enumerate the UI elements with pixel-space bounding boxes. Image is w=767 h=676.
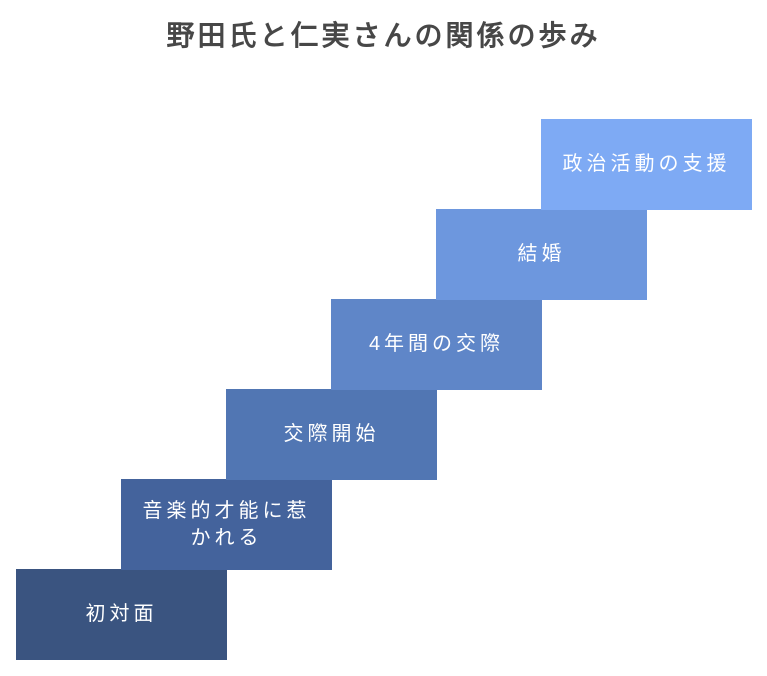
diagram-title: 野田氏と仁実さんの関係の歩み [166, 20, 601, 51]
step-label: 初対面 [85, 603, 158, 625]
step-block-3: 交際開始 [226, 389, 437, 480]
step-block-2: 音楽的才能に惹かれる [121, 479, 332, 570]
step-block-4: 4年間の交際 [331, 299, 542, 390]
step-block-1: 初対面 [16, 569, 227, 660]
step-label: 結婚 [517, 243, 566, 265]
step-block-5: 結婚 [436, 209, 647, 300]
step-label: 交際開始 [283, 423, 380, 445]
step-label: 4年間の交際 [368, 333, 505, 355]
step-block-6: 政治活動の支援 [541, 119, 752, 210]
step-label: 政治活動の支援 [562, 153, 731, 175]
step-label: 音楽的才能に惹かれる [142, 499, 311, 549]
